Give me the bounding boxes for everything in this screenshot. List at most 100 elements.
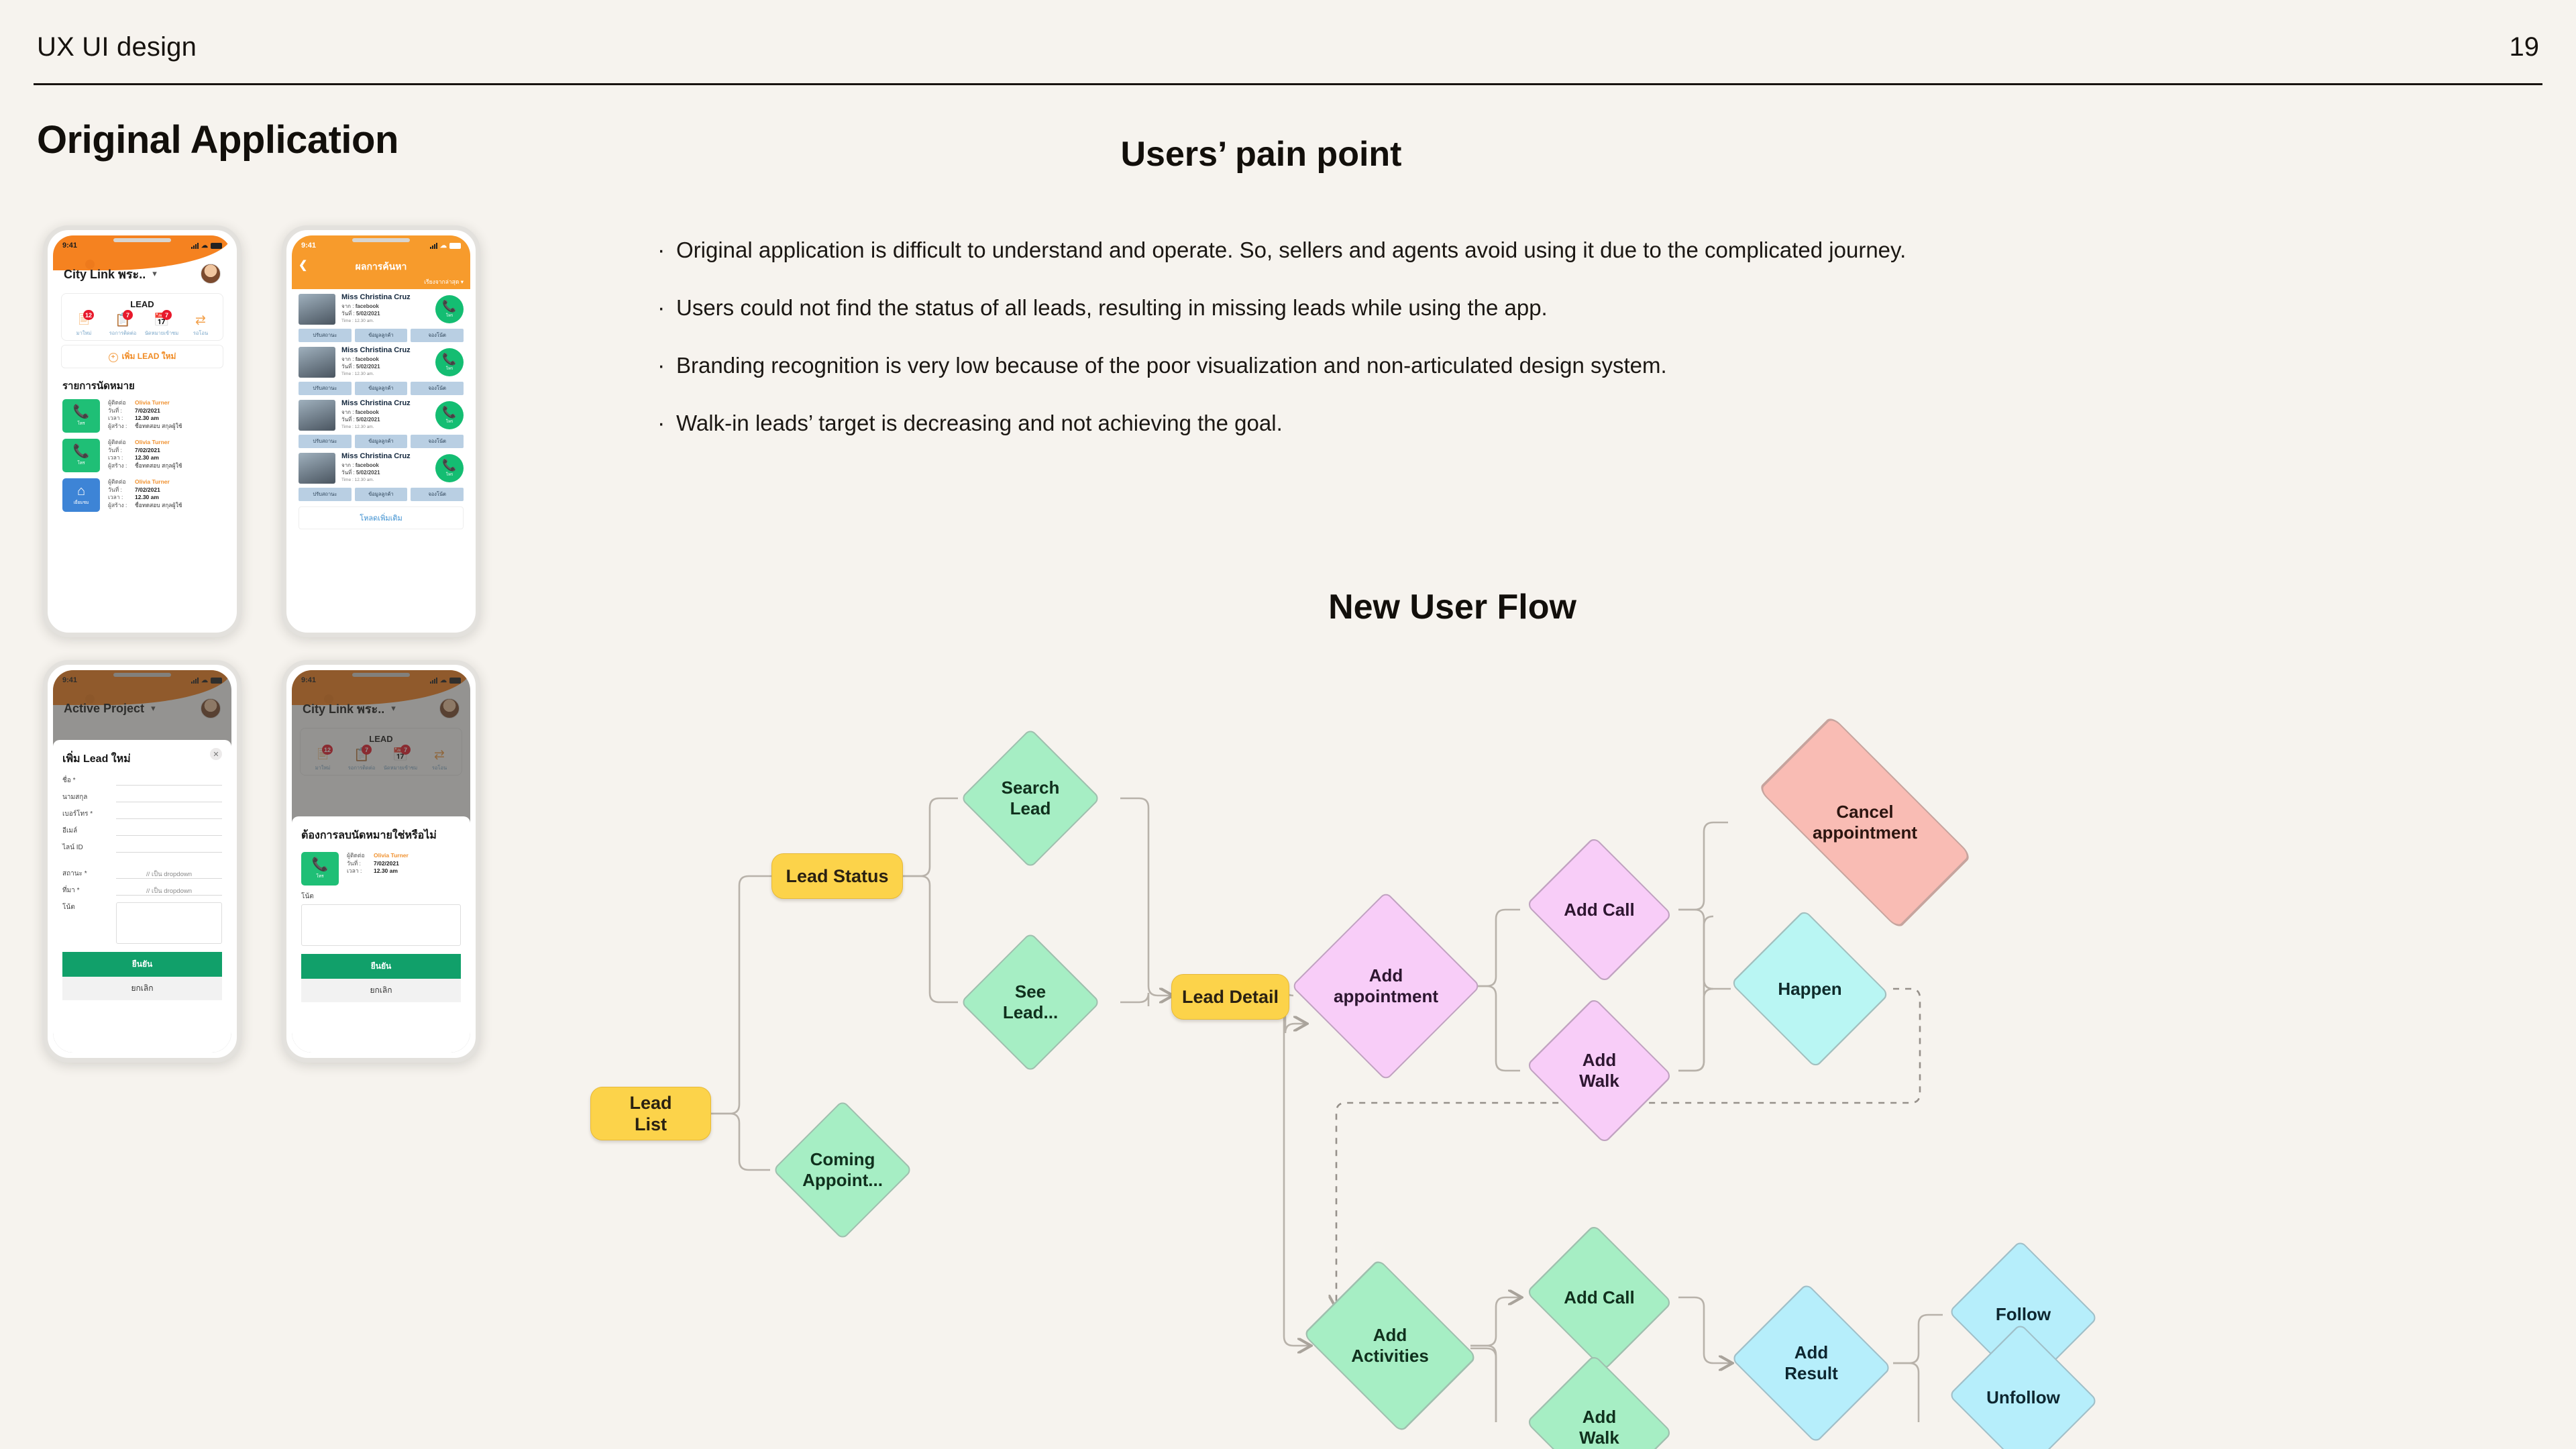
date-value: 5/02/2021 [356,364,380,370]
email-field[interactable] [116,826,222,836]
lead-stat-waiting-contact[interactable]: 7 📋 รอการติดต่อ [103,310,142,336]
close-icon[interactable]: ✕ [210,748,222,760]
time-label: เวลา : [108,494,123,500]
date-label: วันที่ : [108,407,122,414]
form-row: ชื่อ * [62,775,222,786]
call-button[interactable]: 📞โทร [435,401,464,429]
contact-name: Olivia Turner [135,439,170,445]
node-add-call-appointment[interactable]: Add Call [1516,836,1682,983]
node-search-lead[interactable]: Search Lead [958,726,1103,871]
list-item[interactable]: Miss Christina Cruz จาก : facebook วันที… [292,342,470,395]
call-button[interactable]: 📞โทร [435,454,464,482]
time-label: เวลา : [108,415,123,421]
line-id-field[interactable] [116,843,222,853]
cancel-button[interactable]: ยกเลิก [301,979,461,1002]
status-icons: ☁ [191,242,222,250]
update-status-button[interactable]: ปรับสถานะ [299,329,352,342]
confirm-button[interactable]: ยืนยัน [62,952,222,977]
source-label: จาก : [341,462,354,468]
node-add-walk-activity[interactable]: Add Walk [1516,1354,1682,1449]
add-lead-label: เพิ่ม LEAD ใหม่ [121,352,176,361]
node-add-appointment[interactable]: Add appointment [1288,888,1484,1084]
date-label: วันที่ : [347,859,361,867]
phone-outgoing-icon: 📞 [442,458,457,472]
book-note-button[interactable]: จองโน้ต [411,488,464,501]
diamond-shape [1291,891,1481,1081]
cancel-button[interactable]: ยกเลิก [62,977,222,1000]
node-cancel-appointment[interactable]: Cancel appointment [1724,715,2006,930]
visit-action-icon[interactable]: ⌂ เยี่ยมชม [62,478,100,512]
source-dropdown[interactable]: // เป็น dropdown [116,886,222,896]
node-add-result[interactable]: Add Result [1727,1283,1896,1444]
pain-point-title: Users’ pain point [1120,135,1402,174]
update-status-button[interactable]: ปรับสถานะ [299,382,352,395]
last-name-field[interactable] [116,793,222,802]
node-lead-detail[interactable]: Lead Detail [1171,974,1289,1020]
book-note-button[interactable]: จองโน้ต [411,435,464,448]
avatar[interactable] [201,264,221,284]
call-button[interactable]: 📞โทร [435,348,464,376]
source-value: facebook [355,409,379,415]
phone-field[interactable] [116,810,222,819]
lead-stat-new[interactable]: 12 🖹 มาใหม่ [64,310,103,336]
battery-icon [211,242,222,249]
contact-label: ผู้ติดต่อ [108,478,126,485]
status-bar: 9:41 ☁ [53,235,231,256]
creator-label: ผู้สร้าง : [108,462,127,469]
call-action-icon[interactable]: 📞 โทร [62,399,100,433]
bullet-icon: · [657,353,665,378]
project-name: City Link พระ.. [64,267,146,281]
node-add-call-activity[interactable]: Add Call [1516,1224,1682,1371]
add-lead-button[interactable]: +เพิ่ม LEAD ใหม่ [61,345,223,368]
confirm-button[interactable]: ยืนยัน [301,954,461,979]
load-more-button[interactable]: โหลดเพิ่มเติม [299,506,464,529]
call-button[interactable]: 📞โทร [435,295,464,323]
note-textarea[interactable] [301,904,461,946]
node-add-walk-appointment[interactable]: Add Walk [1516,997,1682,1144]
update-status-button[interactable]: ปรับสถานะ [299,435,352,448]
chevron-down-icon[interactable]: ▾ [152,268,157,278]
call-action-icon[interactable]: 📞 โทร [62,439,100,472]
bullet-icon: · [657,295,665,321]
first-name-field[interactable] [116,776,222,786]
lead-name: Miss Christina Cruz [341,346,411,354]
node-unfollow[interactable]: Unfollow [1939,1323,2108,1449]
field-label: อีเมล์ [62,827,78,835]
lead-stat-transfer[interactable]: ⇄ รอโอน [181,313,220,336]
list-item[interactable]: Miss Christina Cruz จาก : facebook วันที… [292,289,470,342]
source-value: facebook [355,303,379,309]
list-item[interactable]: Miss Christina Cruz จาก : facebook วันที… [292,395,470,448]
time-value: 12.30 am [135,454,159,461]
note-textarea[interactable] [116,902,222,944]
contact-label: ผู้ติดต่อ [108,399,126,406]
source-value: facebook [355,462,379,468]
customer-info-button[interactable]: ข้อมูลลูกค้า [354,435,408,448]
book-note-button[interactable]: จองโน้ต [411,329,464,342]
note-label: โน้ต [62,904,75,911]
node-see-lead[interactable]: See Lead... [958,930,1103,1075]
note-label: โน้ต [301,893,314,900]
book-note-button[interactable]: จองโน้ต [411,382,464,395]
update-status-button[interactable]: ปรับสถานะ [299,488,352,501]
phone-icon: 📞 [72,444,90,459]
node-happen[interactable]: Happen [1725,909,1894,1069]
lead-stat-appointment[interactable]: 7 📅 นัดหมายเข้าชม [142,310,181,336]
status-dropdown[interactable]: // เป็น dropdown [116,869,222,879]
node-lead-status[interactable]: Lead Status [771,853,903,899]
customer-info-button[interactable]: ข้อมูลลูกค้า [354,329,408,342]
node-add-activities[interactable]: Add Activities [1292,1258,1488,1434]
customer-info-button[interactable]: ข้อมูลลูกค้า [354,488,408,501]
node-coming-appointment[interactable]: Coming Appoint... [770,1097,915,1242]
customer-info-button[interactable]: ข้อมูลลูกค้า [354,382,408,395]
list-item[interactable]: Miss Christina Cruz จาก : facebook วันที… [292,448,470,501]
node-lead-list[interactable]: Lead List [590,1087,711,1140]
back-icon[interactable]: ❮ [299,260,308,271]
phone-outgoing-icon: 📞 [442,299,457,313]
sort-dropdown[interactable]: เรียงจากล่าสุด ▾ [424,278,464,285]
